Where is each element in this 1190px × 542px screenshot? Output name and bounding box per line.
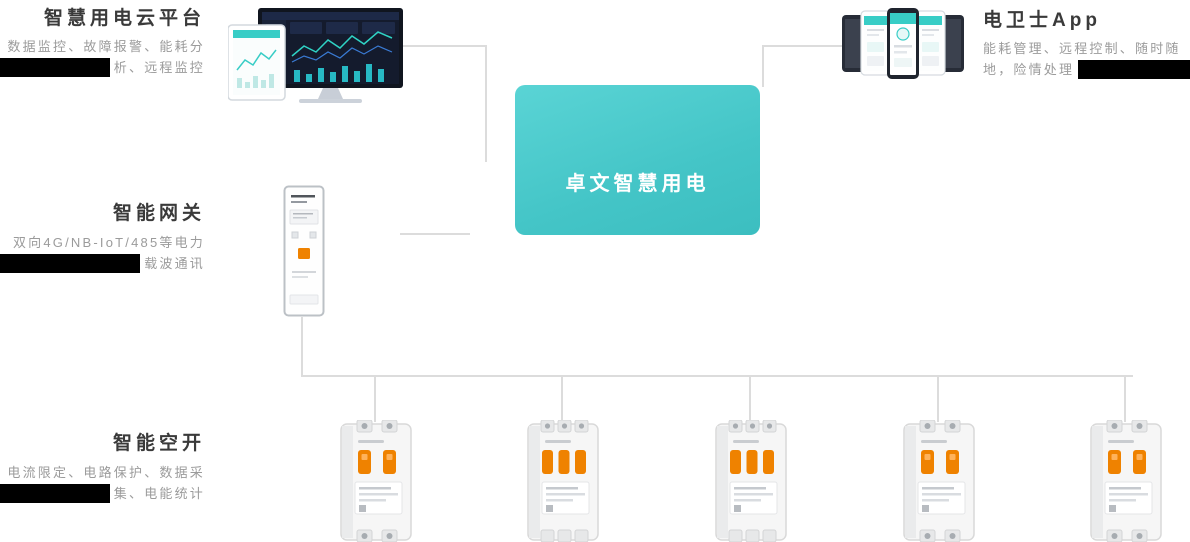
redaction-bar bbox=[0, 58, 110, 77]
cloud-platform-image bbox=[228, 8, 403, 103]
gateway-desc-line1: 双向4G/NB-IoT/485等电力 bbox=[12, 235, 205, 250]
redaction-bar bbox=[1078, 60, 1190, 79]
redaction-bar bbox=[0, 254, 140, 273]
connector-cloud-horizontal bbox=[400, 45, 487, 47]
app-phones-image bbox=[842, 8, 964, 80]
app-desc-line1: 能耗管理、远程控制、随时随 bbox=[983, 41, 1181, 56]
gateway-title: 智能网关 bbox=[112, 203, 205, 224]
breaker-image bbox=[512, 420, 612, 542]
connector-breaker-drop-5 bbox=[1124, 375, 1126, 422]
gateway-device-icon bbox=[283, 185, 325, 317]
circuit-breaker-icon bbox=[715, 420, 787, 542]
connector-breaker-drop-4 bbox=[937, 375, 939, 422]
phones-icon bbox=[842, 8, 964, 79]
app-desc-line2: 地，险情处理 bbox=[983, 62, 1075, 77]
cloud-platform-desc-line2: 析、远程监控 bbox=[113, 60, 205, 75]
circuit-breaker-icon bbox=[903, 420, 975, 542]
cloud-platform-desc-line1: 数据监控、故障报警、能耗分 bbox=[7, 39, 205, 54]
circuit-breaker-icon bbox=[340, 420, 412, 542]
connector-app-horizontal bbox=[762, 45, 844, 47]
breaker-image bbox=[700, 420, 800, 542]
monitor-dashboard-icon bbox=[228, 8, 403, 103]
connector-bus-horizontal bbox=[301, 375, 1133, 377]
connector-breaker-drop-1 bbox=[374, 375, 376, 422]
circuit-breaker-icon bbox=[527, 420, 599, 542]
circuit-breaker-icon bbox=[1090, 420, 1162, 542]
redaction-bar bbox=[0, 484, 110, 503]
breaker-image bbox=[325, 420, 425, 542]
gateway-device-image bbox=[283, 185, 325, 317]
breaker-image bbox=[1075, 420, 1175, 542]
hub-node: 卓文智慧用电 bbox=[515, 85, 760, 235]
connector-gateway-down bbox=[301, 317, 303, 377]
breaker-image bbox=[888, 420, 988, 542]
gateway-desc-line2: 载波通讯 bbox=[144, 256, 205, 271]
app-title: 电卫士App bbox=[983, 10, 1101, 31]
connector-gateway-hub bbox=[400, 233, 470, 235]
connector-cloud-vertical bbox=[485, 45, 487, 162]
breaker-desc-line2: 集、电能统计 bbox=[113, 486, 205, 501]
breaker-title: 智能空开 bbox=[112, 433, 205, 454]
connector-breaker-drop-2 bbox=[561, 375, 563, 422]
cloud-platform-title: 智慧用电云平台 bbox=[43, 8, 205, 29]
hub-label: 卓文智慧用电 bbox=[565, 173, 710, 195]
connector-breaker-drop-3 bbox=[749, 375, 751, 422]
connector-app-vertical bbox=[762, 45, 764, 87]
breaker-desc-line1: 电流限定、电路保护、数据采 bbox=[7, 465, 205, 480]
